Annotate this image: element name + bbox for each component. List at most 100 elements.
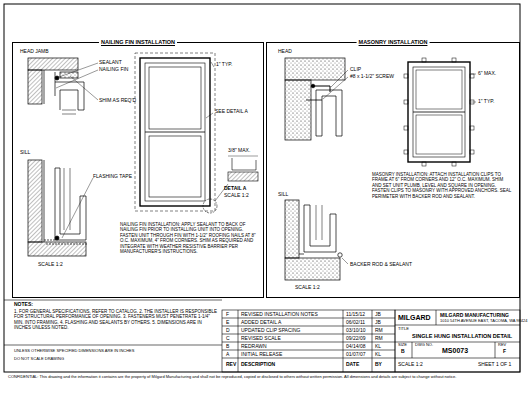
- revision-cell: JB: [375, 320, 381, 326]
- masonry-window-elevation: [408, 62, 470, 162]
- view-label: HEAD JAMB: [20, 49, 49, 55]
- drawing-note: DO NOT SCALE DRAWING: [14, 357, 64, 362]
- field-label: DWG NO.: [415, 343, 433, 348]
- sill-section: [44, 160, 45, 242]
- leader-line: [323, 70, 476, 264]
- detail-a: [232, 158, 256, 170]
- section-heading: MASONRY INSTALLATION: [357, 39, 430, 46]
- installation-clip: [470, 74, 474, 78]
- revision-cell: REVISED INSTALLATION NOTES: [241, 312, 318, 318]
- field-value: SCALE 1:2: [398, 362, 423, 368]
- masonry-sill-section: [285, 258, 340, 280]
- title-block-grid: [395, 325, 520, 326]
- installation-clip: [422, 162, 426, 166]
- revision-table-grid: [343, 310, 344, 372]
- installation-panel: NAILING FIN INSTALLATION: [12, 42, 264, 298]
- revision-table-grid: [222, 334, 395, 335]
- scale-note: SCALE 1:2: [224, 193, 249, 199]
- callout: FLASHING TAPE: [93, 174, 132, 180]
- window-elevation: [206, 113, 213, 118]
- detail-a: [228, 172, 258, 181]
- masonry-head-section: [285, 58, 345, 140]
- revision-table-grid: [372, 310, 373, 372]
- detail-reference: SEE DETAIL A: [215, 109, 248, 115]
- revision-table-grid: [222, 310, 395, 372]
- drawing-note: UNLESS OTHERWISE SPECIFIED DIMENSIONS AR…: [14, 349, 134, 354]
- scale-note: SCALE 1:2: [295, 285, 320, 291]
- callout: BACKER ROD & SEALANT: [350, 262, 412, 268]
- head-jamb-section: [28, 58, 84, 114]
- sill-section: [44, 240, 88, 244]
- sheet-border: [4, 4, 520, 372]
- revision-cell: JB: [375, 312, 381, 318]
- sill-section: [55, 236, 59, 240]
- table-header: BY: [375, 362, 382, 368]
- detail-a: [228, 156, 258, 157]
- masonry-sill-section: [316, 205, 322, 240]
- view-label: HEAD: [278, 49, 292, 55]
- revision-cell: UPDATED CLIP SPACING: [241, 328, 300, 334]
- installation-clip: [470, 100, 474, 104]
- dimension: 1" TYP.: [216, 62, 232, 68]
- revision-cell: KL: [375, 344, 381, 350]
- installation-note: MASONRY INSTALLATION: ATTACH INSTALLATIO…: [372, 172, 512, 199]
- revision-cell: 09/22/09: [346, 336, 365, 342]
- field-value: B: [401, 349, 405, 355]
- leader-line: [70, 76, 98, 100]
- installation-panel: MASONRY INSTALLATION: [266, 42, 520, 298]
- head-jamb-section: [28, 70, 42, 104]
- masonry-sill-section: [285, 200, 342, 280]
- revision-cell: A: [226, 352, 229, 358]
- disclaimer: CONFIDENTIAL: This drawing and the infor…: [8, 375, 520, 380]
- window-elevation: [149, 136, 201, 197]
- installation-clip: [452, 58, 456, 62]
- masonry-head-section: [285, 58, 345, 80]
- drawing-title: SINGLE HUNG INSTALLATION DETAIL: [412, 333, 512, 339]
- installation-clip: [452, 162, 456, 166]
- leader-line: [56, 70, 98, 88]
- view-label: SILL: [278, 192, 288, 198]
- callout: SHIM AS REQ'D: [99, 98, 136, 104]
- window-elevation: [140, 58, 210, 206]
- sill-section: [28, 160, 88, 256]
- field-label: REV: [498, 343, 506, 348]
- leader-line: [62, 178, 93, 238]
- revision-cell: 11/15/12: [346, 312, 365, 318]
- field-value: F: [503, 349, 506, 355]
- head-jamb-section: [60, 72, 78, 78]
- head-jamb-section: [44, 70, 45, 104]
- masonry-sill-section: [338, 253, 342, 257]
- revision-cell: INITIAL RELEASE: [241, 352, 282, 358]
- table-header: DATE: [346, 362, 359, 368]
- head-jamb-section: [62, 110, 76, 114]
- revision-table-grid: [222, 318, 395, 319]
- sheet-border: [4, 4, 520, 372]
- sill-section: [28, 160, 42, 242]
- title-block-grid: [412, 342, 413, 358]
- head-jamb-section: [55, 76, 59, 80]
- revision-cell: RM: [375, 328, 383, 334]
- leader-line: [59, 63, 98, 77]
- company-address: 1010 54TH AVENUE EAST, TACOMA, WA 98424: [440, 319, 527, 324]
- field-label: TITLE: [398, 327, 409, 332]
- revision-cell: 03/10/10: [346, 328, 365, 334]
- callout: CLIP: [350, 67, 361, 73]
- window-elevation: [149, 67, 201, 129]
- leader-line: [323, 77, 348, 99]
- revision-table-grid: [222, 350, 395, 351]
- masonry-window-elevation: [416, 115, 462, 154]
- masonry-window-elevation: [413, 67, 465, 157]
- detail-label: DETAIL A: [224, 186, 246, 192]
- masonry-sill-section: [304, 205, 336, 252]
- window-elevation: [145, 63, 205, 201]
- revision-table-grid: [222, 326, 395, 327]
- installation-clip: [404, 150, 408, 154]
- revision-table-grid: [222, 358, 395, 359]
- company-name: MILGARD MANUFACTURING: [440, 313, 509, 319]
- company-logo: MILGARD: [398, 314, 431, 322]
- masonry-head-section: [285, 80, 311, 140]
- sheet-border: [4, 345, 222, 346]
- callout: #8 x 1-1/2" SCREW: [350, 74, 394, 80]
- field-label: SIZE: [398, 343, 407, 348]
- revision-cell: ADDED DETAIL A: [241, 320, 281, 326]
